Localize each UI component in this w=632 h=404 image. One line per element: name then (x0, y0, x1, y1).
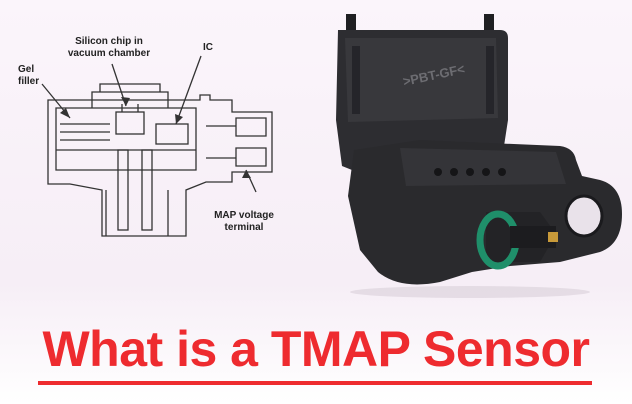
latch-tab-left (346, 14, 356, 36)
label-gel-filler: Gel filler (18, 64, 40, 87)
label-map-voltage-terminal: MAP voltage terminal (214, 210, 274, 233)
label-ic: IC (203, 42, 213, 53)
vent-holes (434, 168, 506, 176)
label-silicon-chip: Silicon chip in vacuum chamber (67, 36, 151, 59)
tmap-sensor-photo (336, 14, 622, 298)
pointer-arrowheads (60, 97, 251, 178)
headline-underline (38, 381, 592, 385)
probe-tip (510, 226, 556, 248)
latch-tab-right (484, 14, 494, 36)
mounting-hole (566, 196, 602, 236)
thermistor-lead (548, 232, 558, 242)
headline-title: What is a TMAP Sensor (42, 321, 590, 377)
cross-section-outline (41, 55, 273, 237)
